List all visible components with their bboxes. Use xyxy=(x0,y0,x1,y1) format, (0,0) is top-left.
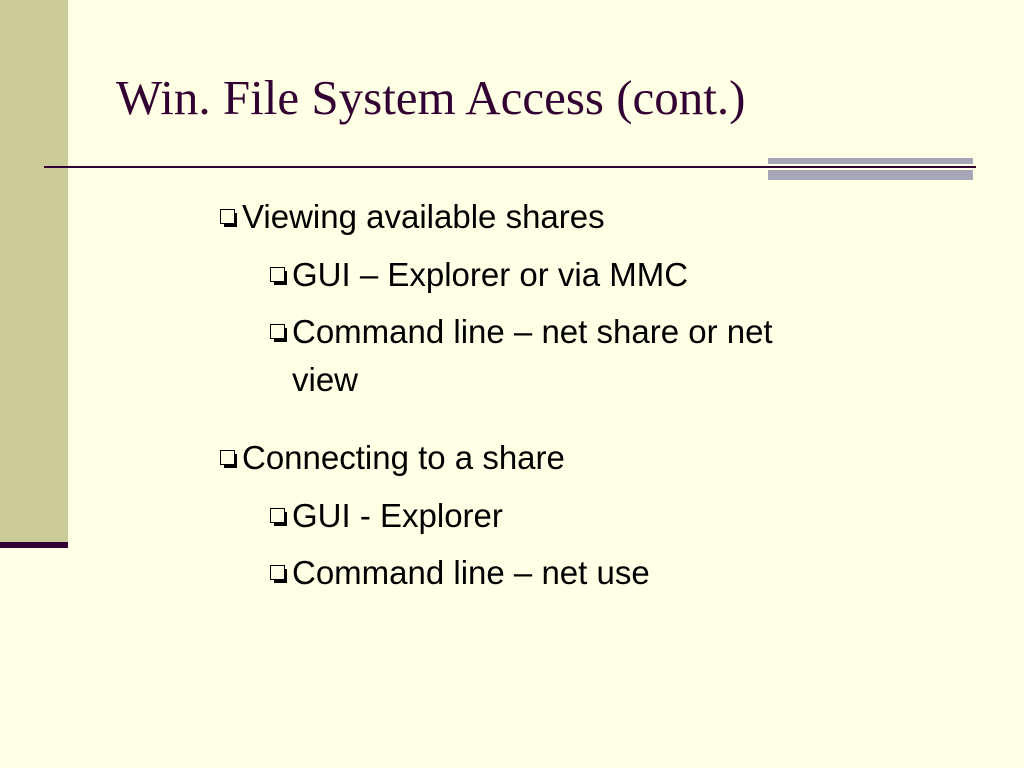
sub-bullet-item: Command line – net share or net xyxy=(268,308,773,356)
slide-title: Win. File System Access (cont.) xyxy=(116,70,746,125)
sub-bullet-item: GUI – Explorer or via MMC xyxy=(268,251,688,299)
hollow-square-bullet-icon xyxy=(268,322,288,342)
bullet-item: Connecting to a share xyxy=(218,434,565,482)
sub-bullet-text: Command line – net use xyxy=(292,554,650,591)
sub-bullet-text: GUI – Explorer or via MMC xyxy=(292,256,689,293)
hollow-square-bullet-icon xyxy=(268,506,288,526)
sidebar-accent-line xyxy=(0,542,68,548)
bullet-item: Viewing available shares xyxy=(218,193,605,241)
sub-bullet-item: Command line – net use xyxy=(268,549,650,597)
hollow-square-bullet-icon xyxy=(218,207,238,227)
title-rule-accent-bottom xyxy=(768,170,973,180)
sub-bullet-item: GUI - Explorer xyxy=(268,492,503,540)
hollow-square-bullet-icon xyxy=(268,265,288,285)
hollow-square-bullet-icon xyxy=(268,563,288,583)
sub-bullet-text-continuation: view xyxy=(292,361,359,398)
sub-bullet-text: Command line – net share or net xyxy=(292,313,773,350)
bullet-text: Connecting to a share xyxy=(242,439,565,476)
title-rule xyxy=(44,166,976,168)
bullet-text: Viewing available shares xyxy=(242,198,605,235)
hollow-square-bullet-icon xyxy=(218,448,238,468)
sidebar-decoration xyxy=(0,0,68,543)
title-rule-accent-top xyxy=(768,158,973,164)
sub-bullet-text: GUI - Explorer xyxy=(292,497,503,534)
